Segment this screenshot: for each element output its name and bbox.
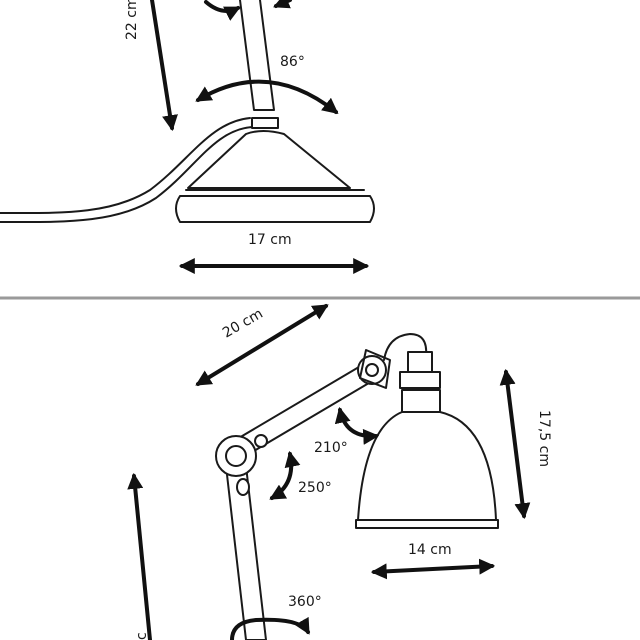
stem-collar	[251, 117, 279, 129]
base-width-label: 17 cm	[248, 232, 292, 248]
height-arrow	[150, 0, 178, 132]
top-swivel-arrow-right	[273, 0, 292, 9]
shade-hook	[383, 333, 428, 361]
lamp-stem	[239, 0, 275, 111]
power-cable-inner	[0, 126, 253, 224]
top-swivel-arrow	[204, 0, 241, 21]
shade-width-label: 14 cm	[408, 542, 452, 558]
lower-height-arrow	[127, 472, 152, 640]
top-panel: 86° 22 cm 17 cm	[0, 0, 375, 274]
elbow-rotation-arrow	[269, 450, 301, 500]
base-rotation-arrow	[230, 616, 310, 640]
arm-rotation-label: 86°	[280, 54, 305, 70]
arm-length-arrow	[195, 304, 329, 386]
shade-rotation-label: 210°	[314, 440, 348, 456]
shade-socket-ring	[399, 371, 441, 389]
shade-rotation-arrow	[334, 406, 380, 445]
shade-joint-knob	[365, 363, 379, 377]
arm-length-label: 20 cm	[220, 306, 266, 342]
shade-height-arrow	[499, 368, 531, 520]
shade-width-arrow	[370, 558, 496, 580]
elbow-pin	[254, 434, 268, 448]
base-rotation-label: 360°	[288, 594, 322, 610]
lamp-shade-rim	[355, 519, 499, 529]
upper-arm	[231, 363, 375, 459]
shade-joint-bracket	[359, 349, 391, 389]
lamp-base-foot	[175, 195, 375, 223]
lamp-shade	[357, 389, 497, 521]
power-cable	[0, 117, 251, 215]
partial-label: c	[134, 632, 150, 640]
bottom-panel: 20 cm 210° 250° 17,5 cm 14 cm	[127, 304, 552, 640]
lamp-base-cone	[187, 130, 351, 189]
shade-socket	[407, 351, 433, 373]
shade-height-label: 17,5 cm	[536, 410, 552, 467]
arm-rotation-arrow	[195, 79, 339, 114]
lower-arm-pin	[236, 478, 250, 496]
height-label: 22 cm	[124, 0, 140, 40]
elbow-joint-knob	[225, 445, 247, 467]
elbow-rotation-label: 250°	[298, 480, 332, 496]
